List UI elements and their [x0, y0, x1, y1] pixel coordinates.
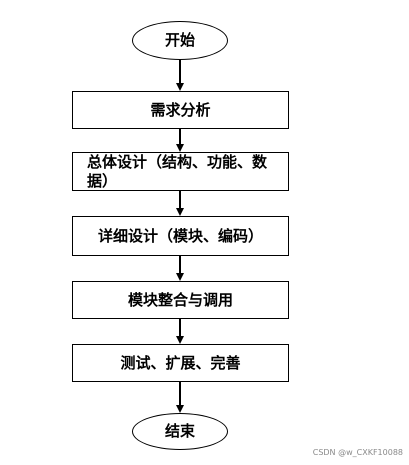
end-node: 结束	[132, 413, 228, 450]
step-label: 需求分析	[150, 100, 211, 119]
step-label: 测试、扩展、完善	[120, 353, 241, 372]
step-overall-design: 总体设计（结构、功能、数据）	[72, 152, 289, 191]
step-module-integration: 模块整合与调用	[72, 281, 289, 319]
step-requirements-analysis: 需求分析	[72, 91, 289, 129]
step-detailed-design: 详细设计（模块、编码）	[72, 216, 289, 256]
step-label: 详细设计（模块、编码）	[97, 226, 263, 245]
step-label: 模块整合与调用	[127, 290, 233, 309]
start-node: 开始	[132, 21, 228, 60]
step-testing: 测试、扩展、完善	[72, 344, 289, 382]
start-label: 开始	[164, 31, 195, 50]
step-label: 总体设计（结构、功能、数据）	[87, 152, 268, 190]
end-label: 结束	[164, 422, 195, 441]
watermark: CSDN @w_CXKF10088	[312, 448, 403, 457]
